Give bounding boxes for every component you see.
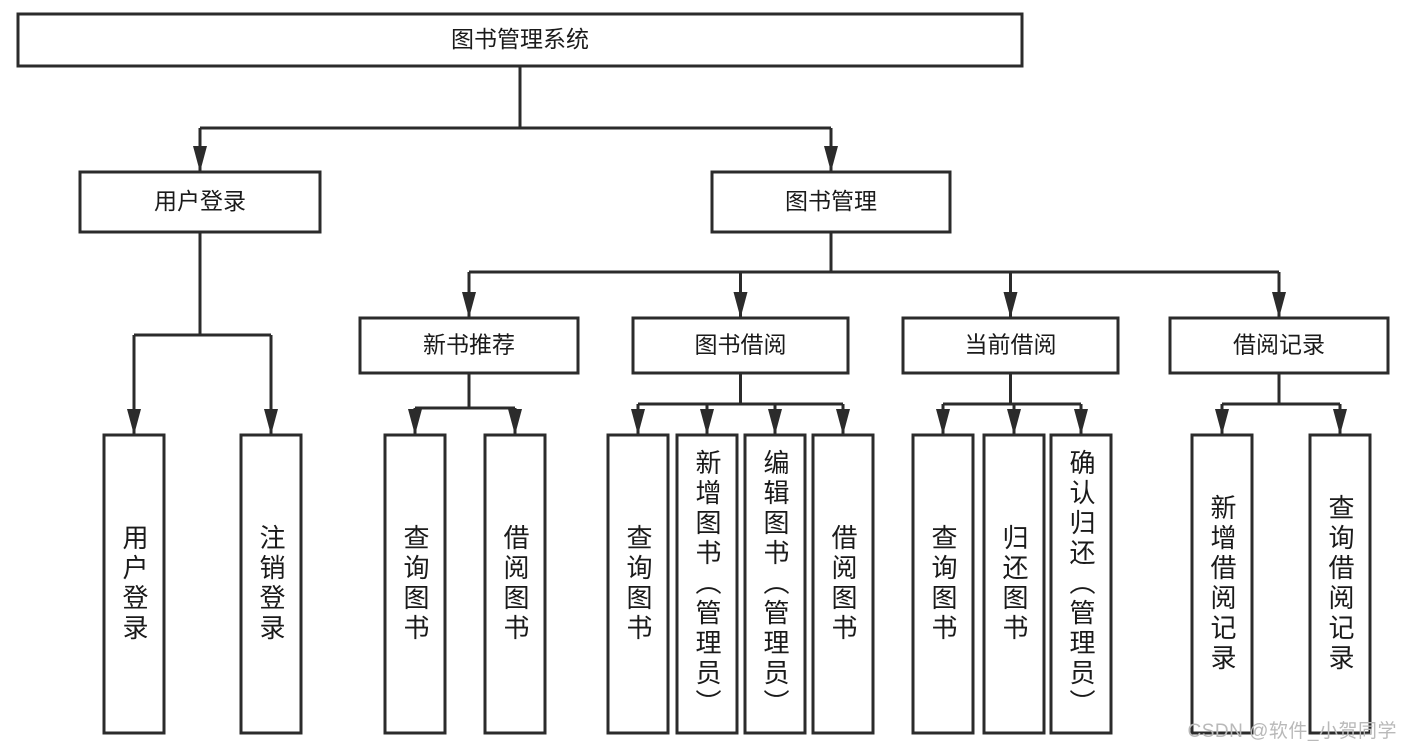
node-book-manage-label: 图书管理 bbox=[785, 188, 877, 214]
arrow-head-icon bbox=[700, 409, 714, 435]
node-user-login-label: 用户登录 bbox=[154, 188, 246, 214]
leaf-node-leaf-logout[interactable] bbox=[239, 433, 303, 735]
root-node-图书管理系统-label: 图书管理系统 bbox=[451, 26, 589, 52]
arrow-head-icon bbox=[1215, 409, 1229, 435]
leaf-node-leaf-query-book-3[interactable] bbox=[911, 433, 975, 735]
arrow-head-icon bbox=[936, 409, 950, 435]
connectors-layer bbox=[127, 66, 1347, 435]
node-new-book-rec[interactable] bbox=[358, 316, 580, 375]
arrow-head-icon bbox=[1272, 292, 1286, 318]
boxes-layer bbox=[16, 12, 1390, 735]
arrow-head-icon bbox=[768, 409, 782, 435]
arrow-head-icon bbox=[836, 409, 850, 435]
leaf-node-leaf-confirm-return[interactable] bbox=[1049, 433, 1113, 735]
leaf-node-leaf-query-book-1[interactable] bbox=[383, 433, 447, 735]
node-new-book-rec-label: 新书推荐 bbox=[423, 332, 515, 358]
arrow-head-icon bbox=[1333, 409, 1347, 435]
node-book-manage[interactable] bbox=[710, 170, 952, 234]
leaf-node-leaf-user-login[interactable] bbox=[102, 433, 166, 735]
arrow-head-icon bbox=[462, 292, 476, 318]
arrow-head-icon bbox=[824, 146, 838, 172]
node-current-borrow-label: 当前借阅 bbox=[965, 332, 1057, 358]
arrow-head-icon bbox=[508, 409, 522, 435]
leaf-node-leaf-query-record[interactable] bbox=[1308, 433, 1372, 735]
leaf-node-leaf-borrow-book-2[interactable] bbox=[811, 433, 875, 735]
arrow-head-icon bbox=[1003, 292, 1018, 318]
leaf-node-leaf-query-book-2[interactable] bbox=[606, 433, 670, 735]
leaf-node-leaf-add-record[interactable] bbox=[1190, 433, 1254, 735]
arrow-head-icon bbox=[264, 409, 278, 435]
arrow-head-icon bbox=[733, 292, 748, 318]
leaf-node-leaf-borrow-book-1[interactable] bbox=[483, 433, 547, 735]
node-borrow-record[interactable] bbox=[1168, 316, 1390, 375]
node-book-borrow[interactable] bbox=[631, 316, 850, 375]
node-borrow-record-label: 借阅记录 bbox=[1233, 332, 1325, 358]
node-book-borrow-label: 图书借阅 bbox=[695, 332, 787, 358]
csdn-watermark: CSDN @软件_小贺同学 bbox=[1187, 721, 1397, 742]
arrow-head-icon bbox=[631, 409, 645, 435]
arrow-head-icon bbox=[1074, 409, 1088, 435]
node-user-login[interactable] bbox=[78, 170, 322, 234]
leaf-node-leaf-edit-book[interactable] bbox=[743, 433, 807, 735]
arrow-head-icon bbox=[1007, 409, 1021, 435]
leaf-node-leaf-add-book[interactable] bbox=[675, 433, 739, 735]
root-node-图书管理系统[interactable] bbox=[16, 12, 1024, 68]
arrow-head-icon bbox=[408, 409, 422, 435]
arrow-head-icon bbox=[193, 146, 207, 172]
arrow-head-icon bbox=[127, 409, 141, 435]
node-current-borrow[interactable] bbox=[901, 316, 1120, 375]
leaf-node-leaf-return-book[interactable] bbox=[982, 433, 1046, 735]
